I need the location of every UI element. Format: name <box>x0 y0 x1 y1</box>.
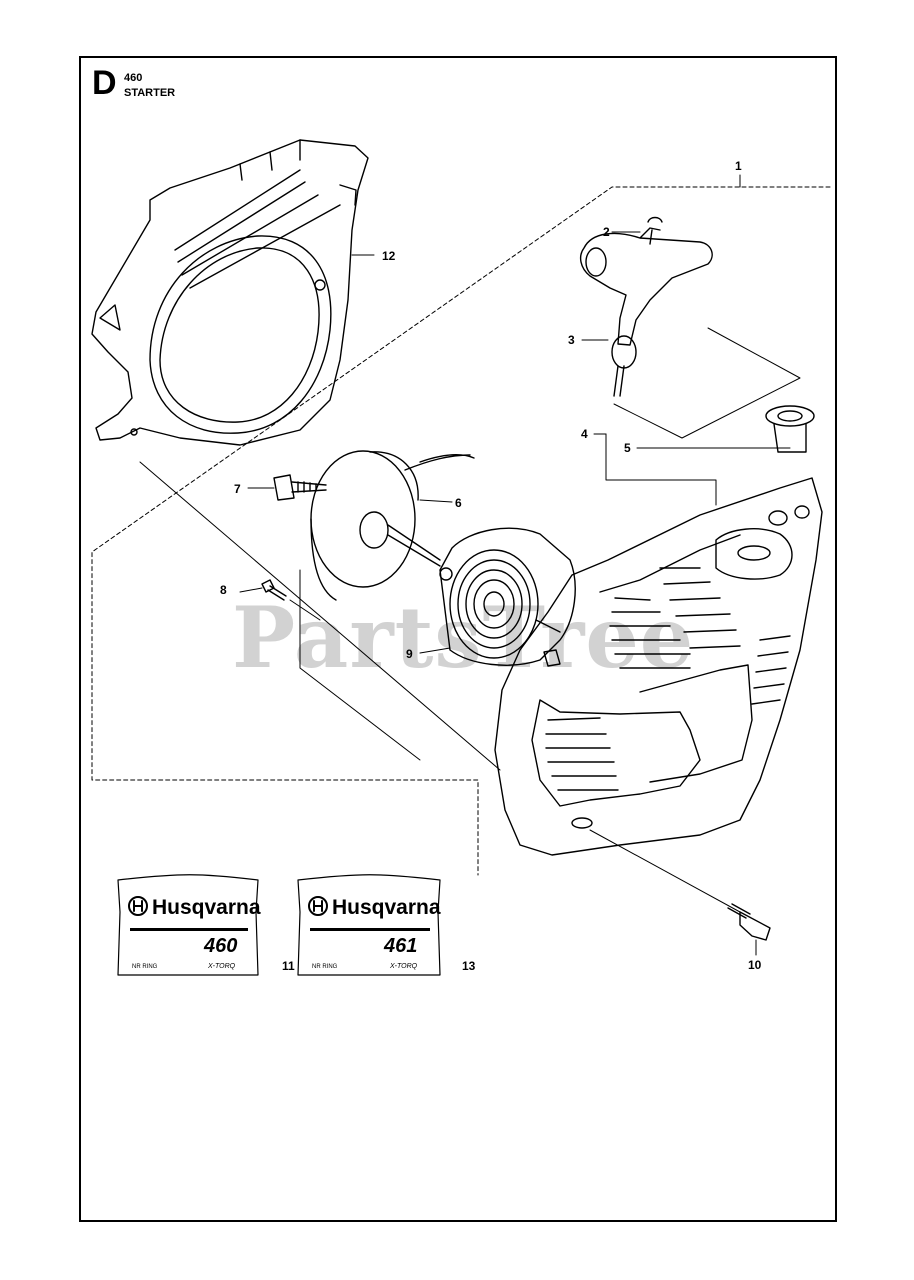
decal-11-model: 460 <box>203 935 237 957</box>
callout-10[interactable]: 10 <box>748 958 762 972</box>
callout-9[interactable]: 9 <box>406 647 413 661</box>
leader-9 <box>419 647 451 654</box>
part-6-pulley[interactable] <box>310 450 475 601</box>
part-8-screw[interactable] <box>261 579 287 601</box>
decal-11-right-text: X-TORQ <box>207 963 236 970</box>
part-3-grip[interactable] <box>611 335 637 397</box>
watermark: PartsTree <box>232 588 695 687</box>
decal-13-model: 461 <box>383 935 417 957</box>
part-12-housing[interactable] <box>91 139 369 446</box>
part-4-starter-cover[interactable] <box>494 477 823 856</box>
model-label: 460 <box>124 72 143 84</box>
callout-2[interactable]: 2 <box>603 225 610 239</box>
leader-screw-8 <box>289 599 321 621</box>
part-9-spring-cassette[interactable] <box>439 527 576 666</box>
decal-13[interactable]: Husqvarna 461 NR RING X-TORQ <box>297 874 441 976</box>
decal-11-brand: Husqvarna <box>152 896 261 919</box>
callout-7[interactable]: 7 <box>234 482 241 496</box>
decal-11-left-text: NR RING <box>132 964 158 970</box>
callout-3[interactable]: 3 <box>568 333 575 347</box>
drawing-frame <box>79 56 837 1222</box>
leader-4 <box>605 433 717 506</box>
section-title: STARTER <box>124 87 176 99</box>
assembly-outline-1 <box>91 186 831 876</box>
section-letter: D <box>92 64 117 102</box>
leader-8 <box>239 587 263 593</box>
callout-8[interactable]: 8 <box>220 583 227 597</box>
callout-13[interactable]: 13 <box>462 959 476 973</box>
part-10-bolt[interactable] <box>727 903 771 941</box>
callout-1[interactable]: 1 <box>735 159 742 173</box>
callout-6[interactable]: 6 <box>455 496 462 510</box>
leader-6 <box>419 499 453 503</box>
part-2-handle[interactable] <box>579 216 713 346</box>
cord-path <box>613 327 801 439</box>
decal-13-left-text: NR RING <box>312 964 338 970</box>
callout-4[interactable]: 4 <box>581 427 588 441</box>
decal-13-brand: Husqvarna <box>332 896 441 919</box>
part-7-bolt[interactable] <box>273 474 327 501</box>
leader-screw-path <box>299 569 421 761</box>
callout-11[interactable]: 11 <box>282 959 295 973</box>
callout-12[interactable]: 12 <box>382 249 396 263</box>
decal-11[interactable]: Husqvarna 460 NR RING X-TORQ <box>117 874 261 976</box>
callout-5[interactable]: 5 <box>624 441 631 455</box>
decal-13-right-text: X-TORQ <box>389 963 418 970</box>
leader-housing-cover <box>139 461 501 771</box>
leader-10 <box>589 829 741 913</box>
part-5-bushing[interactable] <box>765 405 815 453</box>
